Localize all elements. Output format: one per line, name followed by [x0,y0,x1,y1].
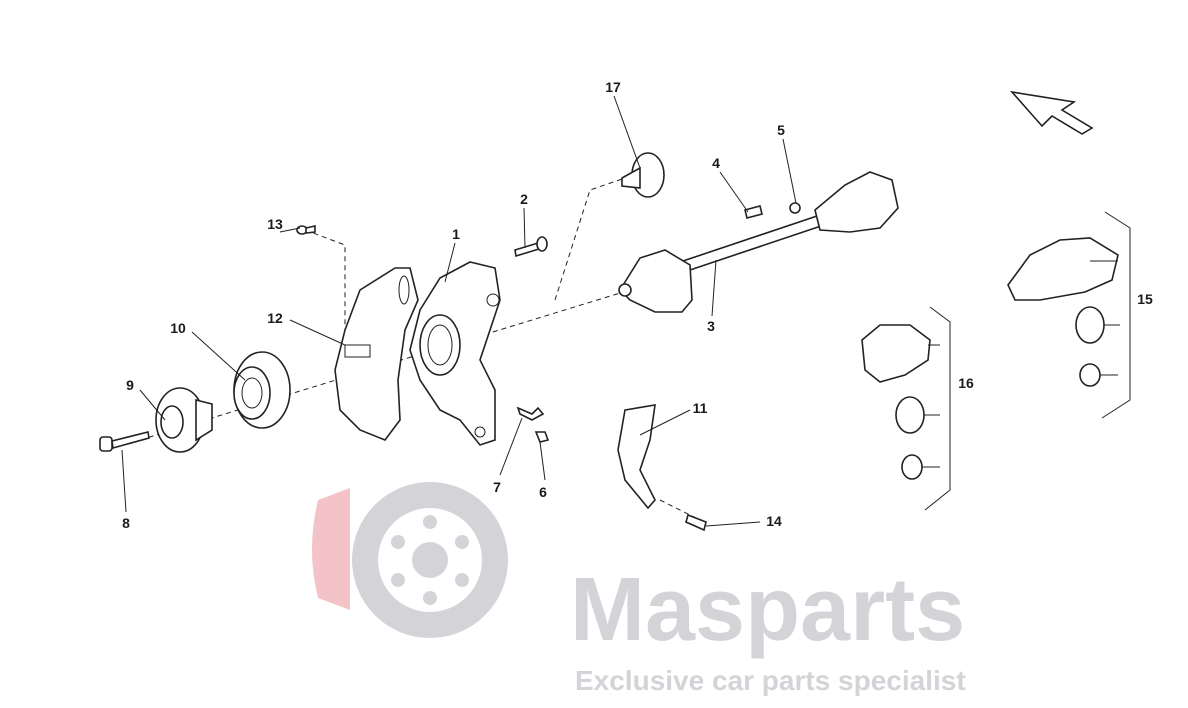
part-16-boot-kit [861,306,951,511]
callout-16: 16 [958,375,974,391]
callout-4: 4 [712,155,720,171]
callout-10: 10 [170,320,186,336]
watermark-tagline: Exclusive car parts specialist [575,665,966,696]
part-11-heat-shield [617,404,656,510]
direction-arrow-icon [1009,90,1094,135]
callout-5: 5 [777,122,785,138]
part-9-wheel-hub [155,387,213,453]
callout-14: 14 [766,513,782,529]
callout-2: 2 [520,191,528,207]
callout-13: 13 [267,216,283,232]
watermark-logo: Masparts Exclusive car parts specialist [312,482,966,696]
part-14-screw [685,513,707,532]
callout-9: 9 [126,377,134,393]
part-3-drive-shaft [618,171,899,313]
callout-8: 8 [122,515,130,531]
part-15-boot-kit [1007,211,1131,419]
callout-11: 11 [693,400,708,416]
watermark-brand: Masparts [570,560,965,660]
part-12-brake-backplate [334,267,419,441]
callout-17: 17 [605,79,621,95]
callout-6: 6 [539,484,547,500]
part-7-bolt [516,406,545,421]
callout-3: 3 [707,318,715,334]
leader-lines [121,95,1120,527]
callout-labels: 1 2 3 4 5 6 7 8 9 10 11 12 13 14 15 16 1… [122,79,1153,531]
callout-12: 12 [267,310,283,326]
part-10-wheel-bearing [233,351,291,429]
part-17-boot [621,152,665,198]
callout-1: 1 [452,226,460,242]
callout-7: 7 [493,479,501,495]
part-2-bolt [514,236,548,258]
callout-15: 15 [1137,291,1153,307]
part-6-nut [534,431,550,443]
part-1-wheel-carrier [409,261,501,446]
part-8-bolt [99,431,150,452]
part-13-screw [296,225,316,235]
